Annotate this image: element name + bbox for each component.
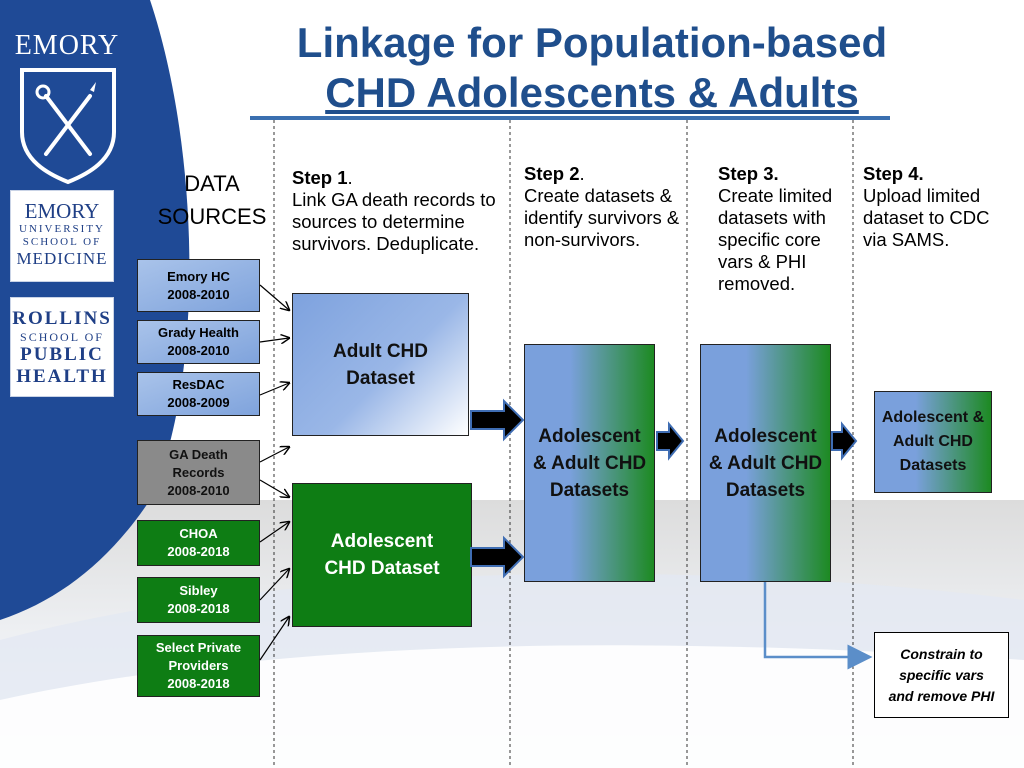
logo-line: SCHOOL OF — [20, 330, 104, 344]
emory-shield-icon — [20, 68, 116, 185]
slide-title: Linkage for Population-based CHD Adolesc… — [160, 18, 1024, 118]
source-years: 2008-2018 — [167, 544, 230, 559]
step-4: Step 4. Upload limited dataset to CDC vi… — [863, 163, 1013, 251]
constrain-note-label: Constrain to specific vars and remove PH… — [888, 645, 995, 704]
logo-line: ROLLINS — [12, 308, 112, 329]
logo-line: UNIVERSITY — [19, 223, 105, 235]
source-name: Grady Health — [158, 325, 239, 340]
adult-chd-dataset-label: Adult CHD Dataset — [333, 340, 428, 389]
emory-logo-text: EMORY — [14, 30, 120, 61]
source-emory-hc: Emory HC 2008-2010 — [137, 259, 260, 312]
logo-line: PUBLIC — [20, 344, 104, 365]
source-choa: CHOA 2008-2018 — [137, 520, 260, 566]
logo-line: SCHOOL OF — [22, 236, 102, 248]
source-years: 2008-2010 — [167, 482, 230, 498]
source-grady-health: Grady Health 2008-2010 — [137, 320, 260, 364]
school-of-medicine-logo: EMORY UNIVERSITY SCHOOL OF MEDICINE — [10, 190, 114, 282]
source-ga-death-records: GA Death Records 2008-2010 — [137, 440, 260, 505]
source-years: 2008-2009 — [167, 395, 230, 410]
combined-datasets-label: Adolescent & Adult CHD Datasets — [881, 409, 985, 474]
adolescent-chd-dataset-box: Adolescent CHD Dataset — [292, 483, 472, 627]
step-text: Create datasets & identify survivors & n… — [524, 185, 680, 250]
source-name: Emory HC — [167, 268, 230, 284]
rollins-logo: ROLLINS SCHOOL OF PUBLIC HEALTH — [10, 297, 114, 397]
step-3: Step 3. Create limited datasets with spe… — [718, 163, 848, 295]
source-select-private-providers: Select Private Providers 2008-2018 — [137, 635, 260, 697]
source-years: 2008-2018 — [167, 601, 230, 616]
step-text: Create limited datasets with specific co… — [718, 185, 833, 294]
source-resdac: ResDAC 2008-2009 — [137, 372, 260, 416]
adolescent-chd-dataset-label: Adolescent CHD Dataset — [324, 531, 440, 579]
source-name: Sibley — [179, 583, 218, 598]
step2-combined-datasets-box: Adolescent & Adult CHD Datasets — [524, 344, 655, 582]
step-label: Step 2 — [524, 163, 580, 184]
source-name: GA Death Records — [169, 446, 228, 480]
step-label-punct: . — [347, 167, 353, 188]
adult-chd-dataset-box: Adult CHD Dataset — [292, 293, 469, 436]
logo-line: MEDICINE — [16, 249, 108, 268]
step4-combined-datasets-box: Adolescent & Adult CHD Datasets — [874, 391, 992, 493]
step-1: Step 1. Link GA death records to sources… — [292, 167, 502, 255]
source-name: CHOA — [179, 526, 218, 541]
data-sources-header: DATA SOURCES — [150, 167, 274, 233]
logo-line: HEALTH — [16, 366, 108, 387]
combined-datasets-label: Adolescent & Adult CHD Datasets — [532, 425, 647, 501]
source-years: 2008-2018 — [167, 676, 230, 691]
logo-line: EMORY — [24, 199, 100, 223]
step-2: Step 2. Create datasets & identify survi… — [524, 163, 682, 251]
step-label-punct: . — [579, 163, 585, 184]
step-text: Link GA death records to sources to dete… — [292, 189, 496, 254]
source-years: 2008-2010 — [167, 286, 230, 302]
step3-combined-datasets-box: Adolescent & Adult CHD Datasets — [700, 344, 831, 582]
title-line-2: CHD Adolescents & Adults — [325, 69, 859, 116]
title-underline — [250, 116, 890, 120]
step-text: Upload limited dataset to CDC via SAMS. — [863, 185, 990, 250]
title-line-1: Linkage for Population-based — [296, 19, 888, 66]
step-label: Step 1 — [292, 167, 348, 188]
step-label: Step 4. — [863, 163, 924, 184]
step-label: Step 3. — [718, 163, 779, 184]
source-sibley: Sibley 2008-2018 — [137, 577, 260, 623]
source-years: 2008-2010 — [167, 343, 230, 358]
source-name: ResDAC — [172, 377, 225, 392]
combined-datasets-label: Adolescent & Adult CHD Datasets — [708, 425, 823, 501]
data-sources-header-line: DATA — [184, 171, 240, 196]
source-name: Select Private Providers — [155, 640, 242, 673]
constrain-note-box: Constrain to specific vars and remove PH… — [874, 632, 1009, 718]
data-sources-header-line: SOURCES — [157, 204, 267, 229]
